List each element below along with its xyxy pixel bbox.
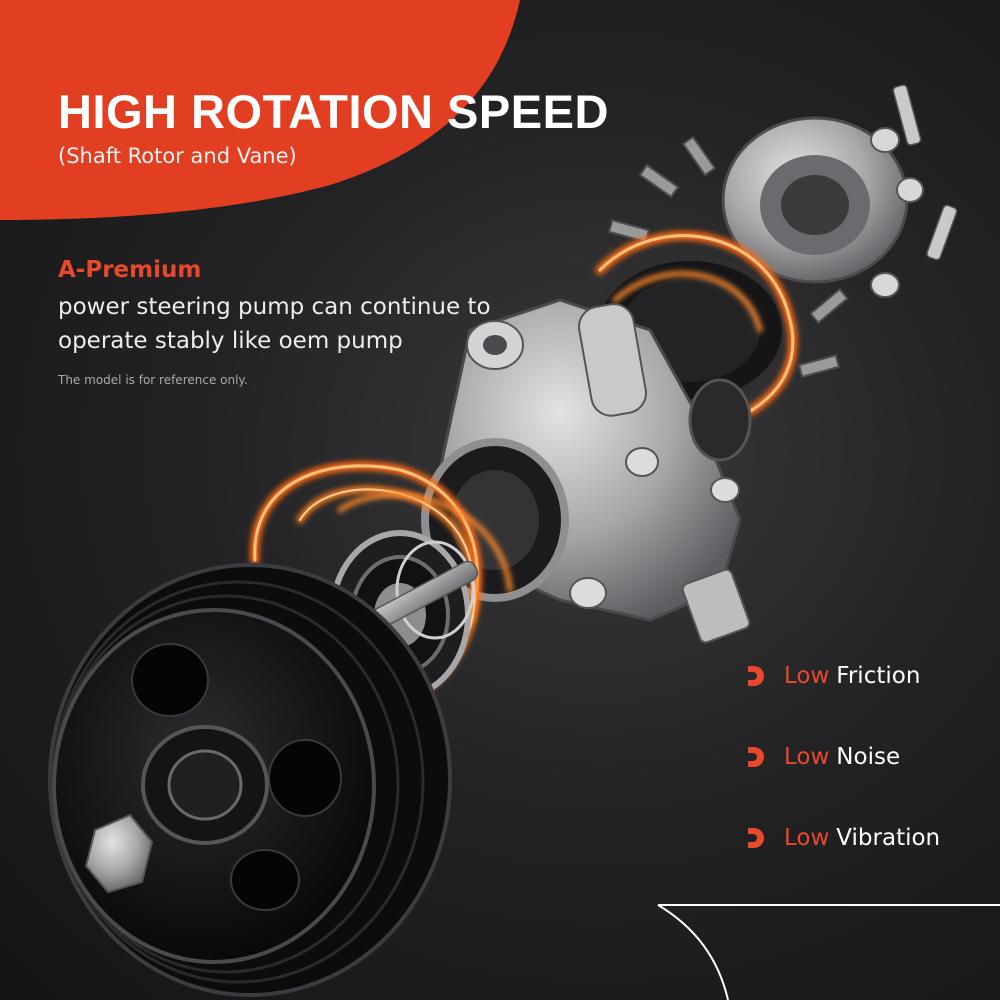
pulley-part	[48, 563, 452, 997]
headline: HIGH ROTATION SPEED	[58, 85, 609, 138]
pump-housing-part	[421, 298, 752, 644]
subheadline: (Shaft Rotor and Vane)	[58, 144, 297, 168]
feature-list: Low Friction Low Noise Low Vibration	[748, 658, 940, 901]
half-circle-bullet-icon	[748, 828, 764, 848]
product-description: power steering pump can continue to oper…	[58, 294, 491, 354]
half-circle-bullet-icon	[748, 747, 764, 767]
feature-prefix: Low	[784, 825, 830, 851]
feature-prefix: Low	[784, 663, 830, 689]
feature-item-vibration: Low Vibration	[748, 820, 940, 856]
disclaimer-note: The model is for reference only.	[58, 373, 248, 387]
feature-item-friction: Low Friction	[748, 658, 940, 694]
feature-label: Noise	[836, 744, 901, 770]
feature-label: Vibration	[836, 825, 941, 851]
brand-name: A-Premium	[58, 257, 202, 283]
half-circle-bullet-icon	[748, 666, 764, 686]
feature-label: Friction	[836, 663, 921, 689]
feature-prefix: Low	[784, 744, 830, 770]
feature-item-noise: Low Noise	[748, 739, 940, 775]
